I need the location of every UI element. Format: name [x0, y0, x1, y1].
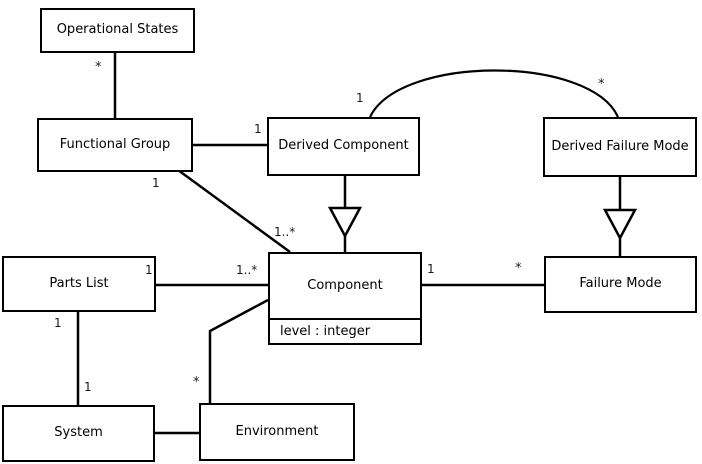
generalization-triangle-component: [327, 206, 363, 239]
multiplicity-system-top: 1: [84, 380, 92, 394]
multiplicity-functional-group-component: 1: [152, 176, 160, 190]
class-name-operational-states: Operational States: [56, 22, 179, 38]
class-attribute-component-level: level : integer: [270, 318, 420, 343]
class-box-parts-list[interactable]: Parts List: [2, 256, 156, 312]
edge-environment-component: [208, 298, 269, 403]
multiplicity-component-functional-group: 1..*: [274, 225, 296, 239]
class-name-parts-list: Parts List: [49, 275, 109, 291]
class-box-component[interactable]: Component level : integer: [268, 252, 422, 345]
class-box-functional-group[interactable]: Functional Group: [37, 118, 193, 172]
multiplicity-derived-component-arc: 1: [356, 91, 364, 105]
class-name-system: System: [54, 425, 103, 441]
multiplicity-environment-component: *: [193, 375, 200, 390]
class-name-functional-group: Functional Group: [59, 136, 171, 152]
class-box-environment[interactable]: Environment: [199, 403, 355, 461]
edge-derived-component-derived-failure-mode: [369, 69, 620, 118]
multiplicity-derived-failure-mode-arc: *: [598, 77, 605, 92]
class-box-operational-states[interactable]: Operational States: [40, 8, 195, 53]
multiplicity-parts-list-bottom: 1: [54, 316, 62, 330]
multiplicity-failure-mode-left: *: [515, 261, 522, 276]
class-name-component: Component: [307, 277, 383, 293]
multiplicity-functional-group-derived-component: 1: [254, 122, 262, 136]
class-box-derived-component[interactable]: Derived Component: [267, 117, 420, 176]
multiplicity-component-right: 1: [427, 262, 435, 276]
class-name-derived-failure-mode: Derived Failure Mode: [551, 138, 689, 154]
class-name-derived-component: Derived Component: [278, 138, 409, 154]
multiplicity-operational-states-functional-group: *: [95, 60, 102, 75]
multiplicity-component-left: 1..*: [236, 263, 258, 277]
class-name-failure-mode: Failure Mode: [579, 276, 662, 292]
multiplicity-parts-list-right: 1: [145, 263, 153, 277]
class-box-derived-failure-mode[interactable]: Derived Failure Mode: [543, 117, 697, 177]
class-box-system[interactable]: System: [2, 405, 155, 462]
edge-functional-group-component: [177, 168, 291, 254]
class-name-environment: Environment: [235, 423, 319, 439]
generalization-triangle-failure-mode: [602, 208, 638, 241]
class-box-failure-mode[interactable]: Failure Mode: [544, 256, 697, 313]
